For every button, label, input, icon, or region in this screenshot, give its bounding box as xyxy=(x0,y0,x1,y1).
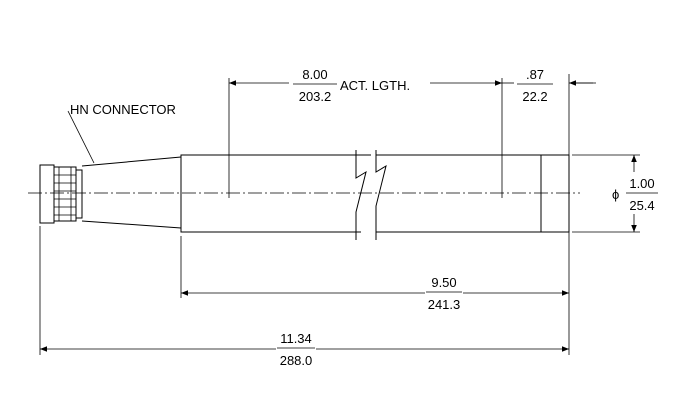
connector-label: HN CONNECTOR xyxy=(70,102,176,117)
hn-connector xyxy=(39,156,182,229)
end-in: .87 xyxy=(526,67,544,82)
act-length-in: 8.00 xyxy=(302,67,327,82)
diameter-symbol: ϕ xyxy=(612,187,619,202)
connector-knurl-lines xyxy=(54,167,76,221)
connector-bottom-taper xyxy=(81,220,182,229)
connector-nut xyxy=(39,164,55,224)
body-in: 9.50 xyxy=(431,275,456,290)
body-right-segment xyxy=(376,154,570,233)
connector-top-taper xyxy=(81,156,182,167)
break-line-right xyxy=(375,150,387,240)
overall-in: 11.34 xyxy=(280,331,312,346)
connector-collar xyxy=(75,169,83,219)
body-left-segment xyxy=(180,154,371,233)
diameter-in: 1.00 xyxy=(629,176,654,191)
diameter-mm: 25.4 xyxy=(629,198,654,213)
connector-leader xyxy=(67,110,95,164)
overall-mm: 288.0 xyxy=(280,353,313,368)
act-length-note: ACT. LGTH. xyxy=(340,78,410,93)
end-mm: 22.2 xyxy=(522,89,547,104)
act-length-mm: 203.2 xyxy=(299,89,332,104)
body-mm: 241.3 xyxy=(428,297,461,312)
break-line-left xyxy=(355,150,367,240)
